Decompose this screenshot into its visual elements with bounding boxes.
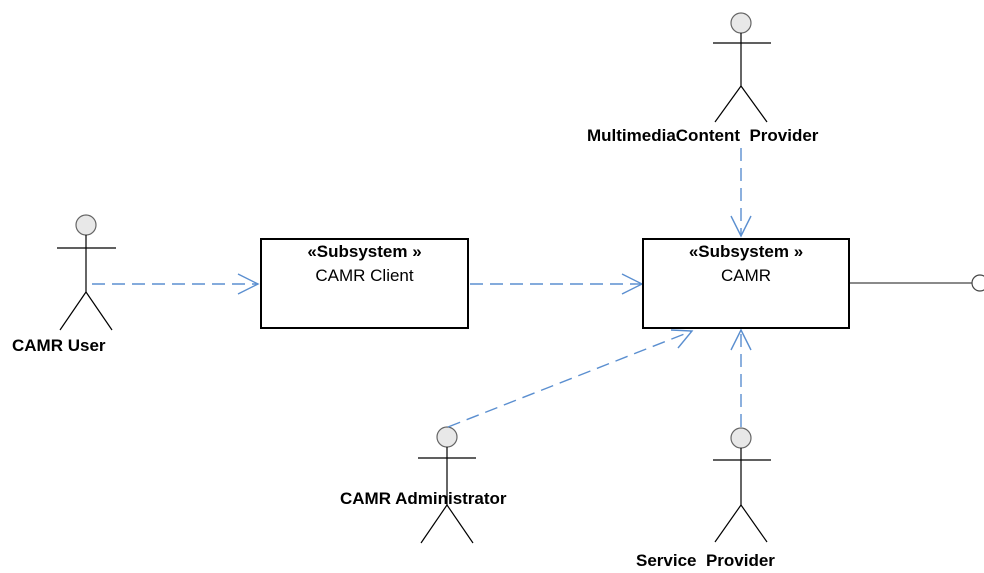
dependency-multimedia-to-camr: [730, 148, 752, 238]
actor-multimedia-provider-label: MultimediaContent Provider: [587, 126, 819, 145]
subsystem-client-name: CAMR Client: [315, 266, 414, 285]
actor-service-provider-label: Service Provider: [636, 551, 775, 570]
actor-camr-user-figure[interactable]: [57, 214, 116, 331]
dependency-client-to-camr: [470, 273, 644, 295]
subsystem-camr-stereotype: «Subsystem »: [688, 242, 804, 261]
subsystem-camr[interactable]: «Subsystem » CAMR: [642, 238, 850, 329]
subsystem-camr-name: CAMR: [720, 266, 772, 285]
actor-service-provider-figure[interactable]: [713, 427, 771, 543]
provided-interface-lollipop: [849, 274, 984, 292]
dependency-service-to-camr: [730, 328, 752, 427]
actor-multimedia-provider-figure[interactable]: [713, 12, 771, 123]
actor-administrator-label: CAMR Administrator: [340, 489, 507, 508]
actor-administrator-figure[interactable]: [418, 426, 476, 544]
actor-camr-user-label: CAMR User: [12, 336, 106, 355]
subsystem-client-stereotype: «Subsystem »: [307, 242, 422, 261]
dependency-admin-to-camr: [447, 329, 694, 428]
dependency-user-to-client: [92, 273, 260, 295]
subsystem-camr-client[interactable]: «Subsystem » CAMR Client: [260, 238, 469, 329]
